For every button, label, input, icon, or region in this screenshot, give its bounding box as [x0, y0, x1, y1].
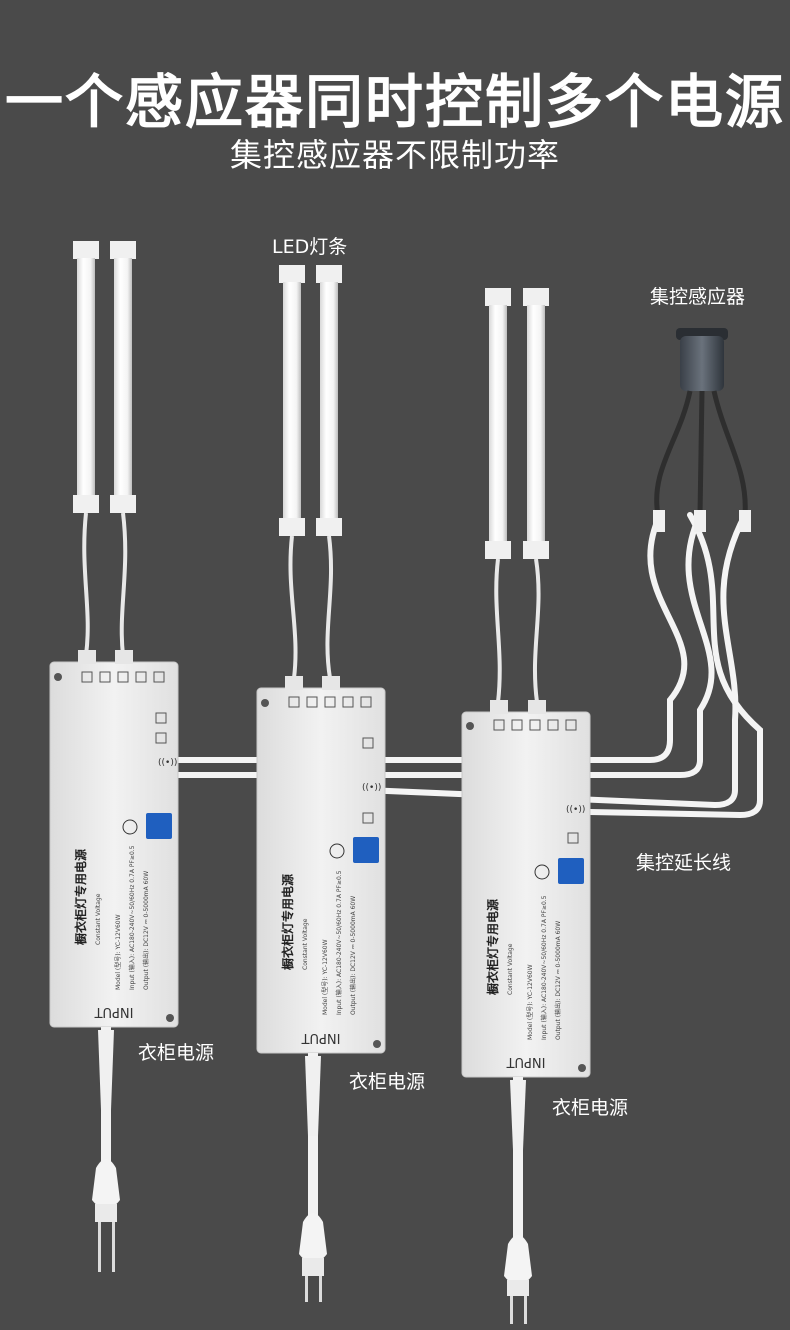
power-supply-2: ((•)) INPUT 橱衣柜灯专用电源 Constant Voltage Mo…	[256, 676, 386, 1302]
page-title: 一个感应器同时控制多个电源	[4, 68, 785, 136]
page-subtitle: 集控感应器不限制功率	[229, 136, 560, 174]
extension-cables	[172, 512, 763, 819]
sensor-label: 集控感应器	[650, 286, 746, 308]
led-strip-label: LED灯条	[272, 236, 348, 258]
output-line: Output (输出): DC12V ⎓ 0-5000mA 60W	[349, 896, 357, 1015]
led-strip	[73, 241, 99, 656]
led-strips-group-2	[279, 265, 342, 679]
led-strip	[316, 265, 342, 679]
svg-text:((•)): ((•))	[566, 805, 585, 815]
voltage-type: Constant Voltage	[95, 893, 102, 945]
power-supply-1: ((•)) INPUT 橱衣柜灯专用电源 Constant Voltage Mo…	[49, 650, 179, 1272]
power-supply-label-2: 衣柜电源	[349, 1071, 426, 1093]
product-name: 橱衣柜灯专用电源	[73, 849, 88, 945]
power-supply-label-1: 衣柜电源	[138, 1042, 215, 1064]
led-strips-group-3	[485, 288, 549, 703]
input-label: INPUT	[95, 1004, 134, 1019]
led-strip	[279, 265, 305, 679]
input-label: INPUT	[302, 1030, 341, 1045]
output-line: Output (输出): DC12V ⎓ 0-5000mA 60W	[142, 871, 150, 990]
power-supply-3: ((•)) INPUT 橱衣柜灯专用电源 Constant Voltage Mo…	[461, 700, 591, 1324]
led-strip	[523, 288, 549, 703]
model-line: Model (型号): YC-12V60W	[526, 964, 534, 1040]
led-strip	[485, 288, 511, 703]
central-sensor	[653, 328, 751, 532]
voltage-type: Constant Voltage	[507, 943, 514, 995]
extension-cable-label: 集控延长线	[636, 852, 732, 874]
led-strips-group-1	[73, 241, 136, 656]
svg-text:((•)): ((•))	[362, 783, 381, 793]
svg-text:((•)): ((•))	[158, 758, 177, 768]
input-line: Input (输入): AC180-240V~50/60Hz 0.7A PF≥0…	[335, 870, 343, 1015]
input-label: INPUT	[507, 1054, 546, 1069]
model-line: Model (型号): YC-12V60W	[321, 939, 329, 1015]
input-line: Input (输入): AC180-240V~50/60Hz 0.7A PF≥0…	[540, 895, 548, 1040]
product-name: 橱衣柜灯专用电源	[485, 899, 500, 995]
product-name: 橱衣柜灯专用电源	[280, 874, 295, 970]
voltage-type: Constant Voltage	[302, 918, 309, 970]
input-line: Input (输入): AC180-240V~50/60Hz 0.7A PF≥0…	[128, 845, 136, 990]
output-line: Output (输出): DC12V ⎓ 0-5000mA 60W	[554, 921, 562, 1040]
led-strip	[110, 241, 136, 656]
model-line: Model (型号): YC-12V60W	[114, 914, 122, 990]
power-supply-label-3: 衣柜电源	[552, 1097, 629, 1119]
